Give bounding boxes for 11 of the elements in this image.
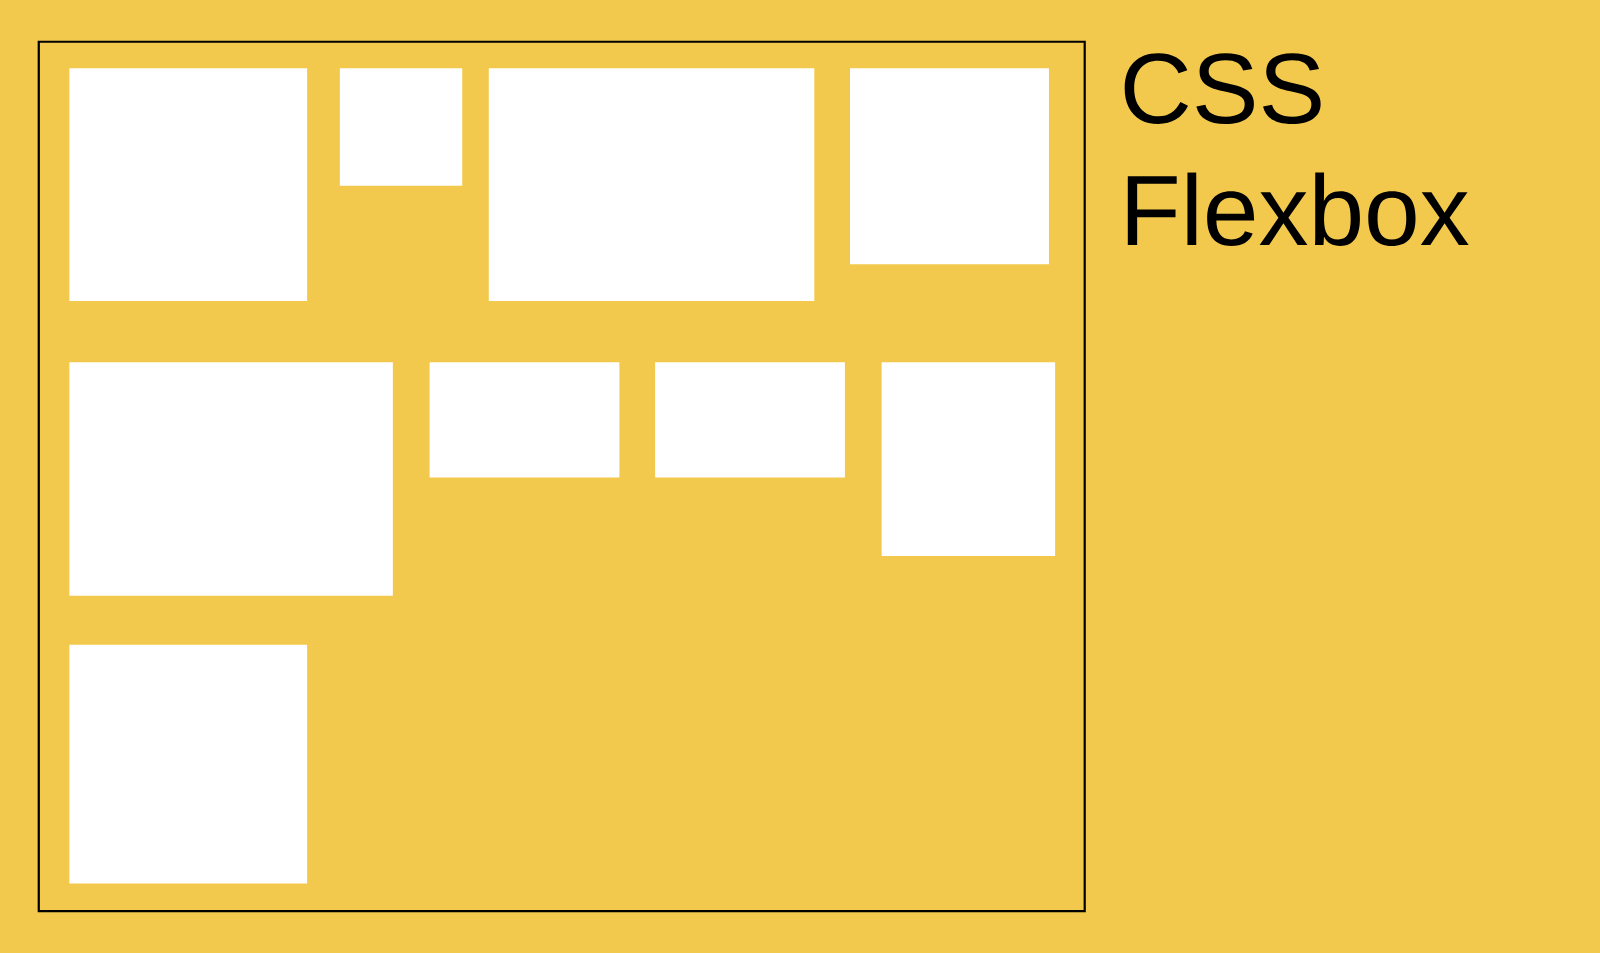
flex-item-box <box>655 362 845 478</box>
flex-item-box <box>339 68 463 186</box>
flex-item-box <box>69 644 308 884</box>
flex-item-box <box>850 68 1049 265</box>
heading: CSS Flexbox <box>1124 53 1469 246</box>
flex-item-box <box>488 68 815 301</box>
flex-item-box <box>69 68 308 301</box>
flex-container-box <box>37 40 1086 913</box>
flex-item-box <box>69 362 393 596</box>
flex-item-box <box>429 362 620 478</box>
flex-item-box <box>881 362 1056 557</box>
